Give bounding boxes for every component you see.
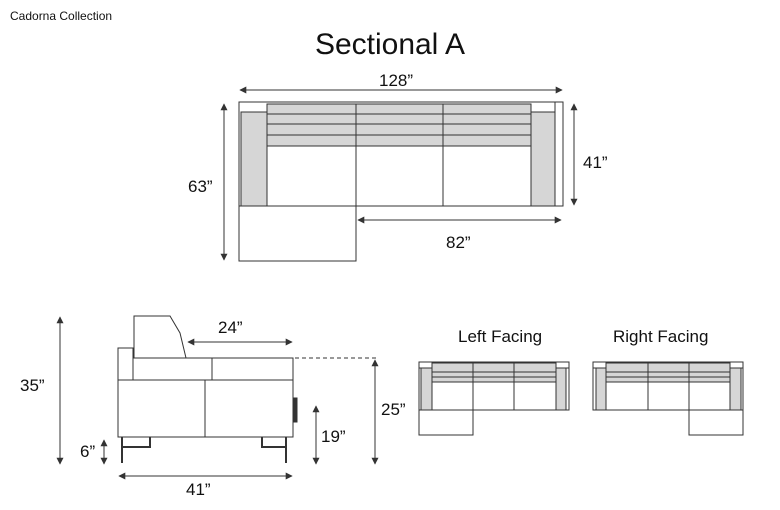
side-view-dimension-lines — [56, 316, 379, 480]
top-seat-cushions — [266, 145, 532, 207]
page-title: Sectional A — [314, 28, 466, 61]
side-view-profile — [117, 315, 298, 438]
seat-height-label: 25” — [381, 400, 406, 419]
seat-depth-label: 41” — [583, 153, 608, 172]
seat-cushion-depth-label: 24” — [218, 318, 243, 337]
side-depth-label: 41” — [186, 480, 211, 499]
clearance-height-label: 19” — [321, 427, 346, 446]
left-facing-plan — [418, 361, 570, 436]
overall-height-label: 35” — [20, 376, 45, 395]
right-facing-plan — [592, 361, 744, 436]
right-facing-label: Right Facing — [613, 327, 709, 346]
side-view-legs — [121, 437, 287, 463]
top-view-plan — [238, 101, 564, 262]
top-view-dimension-lines — [220, 86, 578, 261]
overall-width-label: 128” — [379, 71, 414, 90]
leg-height-label: 6” — [80, 442, 96, 461]
top-back-cushions — [266, 103, 532, 147]
chaise-extension — [238, 205, 357, 262]
sofa-section-width-label: 82” — [446, 233, 471, 252]
overall-depth-label: 63” — [188, 177, 213, 196]
brand-name: Cadorna Collection — [10, 9, 113, 23]
left-facing-label: Left Facing — [458, 327, 543, 346]
